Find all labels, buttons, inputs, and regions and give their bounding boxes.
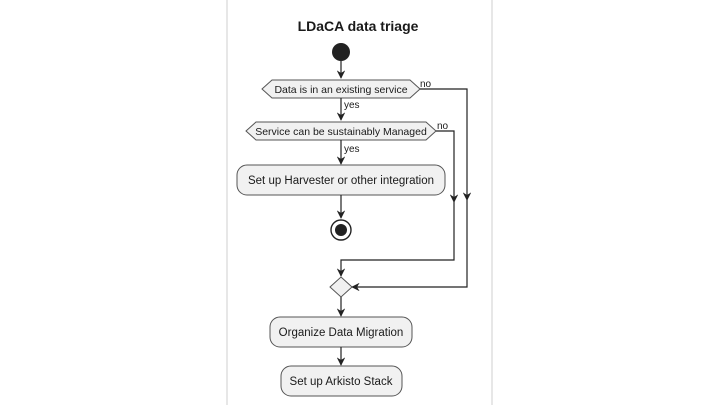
diagram-title: LDaCA data triage bbox=[298, 18, 419, 34]
action-migration-label: Organize Data Migration bbox=[279, 327, 404, 339]
start-node bbox=[332, 43, 350, 61]
decision-existing-service-label: Data is in an existing service bbox=[274, 84, 407, 96]
action-harvester-label: Set up Harvester or other integration bbox=[248, 175, 434, 187]
flow-decision-2-no bbox=[436, 130, 459, 203]
decision-existing-service-no-label: no bbox=[420, 79, 432, 90]
decision-sustainably-managed-yes-label: yes bbox=[344, 144, 360, 155]
flow-decision-1-no bbox=[420, 88, 472, 201]
decision-existing-service-yes-label: yes bbox=[344, 100, 360, 111]
action-arkisto-box bbox=[280, 365, 403, 397]
decision-sustainably-managed-label: Service can be sustainably Managed bbox=[255, 126, 427, 138]
decision-sustainably-managed-no-label: no bbox=[437, 121, 449, 132]
action-arkisto-label: Set up Arkisto Stack bbox=[290, 376, 393, 388]
flow-decision-1-no-to-merge bbox=[351, 200, 468, 292]
flow-decision-2-no-to-merge bbox=[336, 202, 455, 277]
end-node-inner bbox=[335, 224, 347, 236]
